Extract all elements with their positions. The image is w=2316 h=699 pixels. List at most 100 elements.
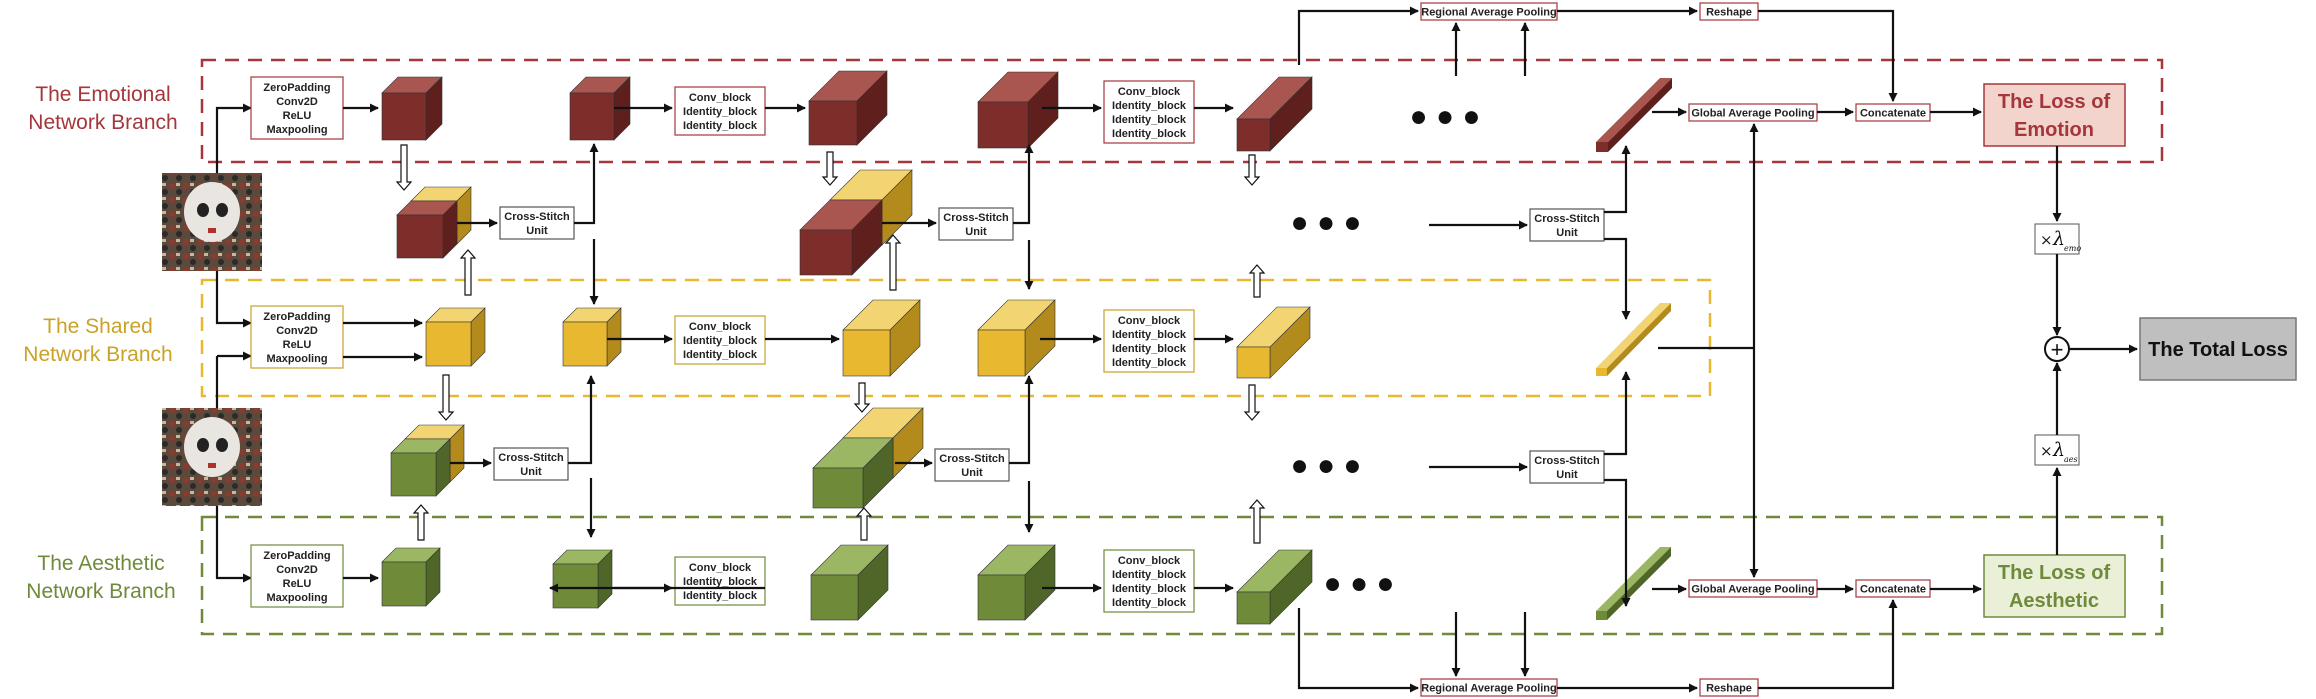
stage4-block-shared: Conv_blockIdentity_blockIdentity_blockId… — [1103, 309, 1195, 373]
input-image-top — [162, 173, 262, 271]
stage3-block-emotion-line: Identity_block — [683, 120, 758, 132]
shared-cube-3 — [842, 299, 921, 377]
input-image-bottom — [162, 408, 262, 506]
svg-text:Concatenate: Concatenate — [1860, 584, 1926, 596]
regional-pooling-bottom: Regional Average Pooling — [1420, 678, 1558, 697]
stem-block-aesthetic-line: ReLU — [283, 578, 312, 590]
stem-block-emotion-line: Maxpooling — [266, 124, 327, 136]
loss-emotion-box: The Loss of Emotion — [1983, 83, 2126, 147]
flow-arrow — [568, 375, 596, 465]
svg-text:Global Average Pooling: Global Average Pooling — [1691, 108, 1814, 120]
svg-text:aes: aes — [2064, 455, 2078, 464]
stem-block-emotion-line: ReLU — [283, 110, 312, 122]
stage4-block-emotion-line: Identity_block — [1112, 100, 1187, 112]
cross-stitch-unit-1-lower-line: Cross-Stitch — [498, 452, 564, 464]
stage4-block-aesthetic-line: Identity_block — [1112, 597, 1187, 609]
stitch-cube-aesthetic-1-front — [390, 438, 451, 497]
stitch-cube-emotion-1 — [396, 186, 472, 259]
stem-block-emotion-line: ZeroPadding — [263, 82, 330, 94]
svg-text:emo: emo — [2064, 244, 2081, 253]
stem-block-shared-line: Maxpooling — [266, 353, 327, 365]
stage4-block-aesthetic-line: Conv_block — [1118, 555, 1181, 567]
stem-block-aesthetic-line: Maxpooling — [266, 592, 327, 604]
stem-block-aesthetic-line: ZeroPadding — [263, 550, 330, 562]
concatenate-emotion: Concatenate — [1855, 103, 1931, 122]
reshape-top: Reshape — [1699, 2, 1759, 21]
hollow-arrow-up-6 — [1248, 499, 1266, 544]
reshape-bottom: Reshape — [1699, 678, 1759, 697]
emotional-branch-label: The Emotional Network Branch — [28, 83, 177, 134]
stage4-block-emotion: Conv_blockIdentity_blockIdentity_blockId… — [1103, 80, 1195, 144]
hollow-arrow-up-4 — [855, 507, 873, 541]
stage4-block-aesthetic-line: Identity_block — [1112, 583, 1187, 595]
svg-text:Emotion: Emotion — [2014, 119, 2094, 141]
stage3-block-shared-line: Conv_block — [689, 321, 752, 333]
stage3-block-emotion-line: Conv_block — [689, 92, 752, 104]
stitch-cube-aesthetic-1 — [390, 424, 465, 497]
svg-text:λ: λ — [2052, 228, 2065, 250]
ellipsis-emotion: ● ● ● — [1409, 100, 1480, 133]
shared-cube-1 — [425, 307, 486, 367]
svg-text:The Aesthetic: The Aesthetic — [37, 552, 164, 575]
svg-text:Network Branch: Network Branch — [23, 343, 172, 366]
svg-text:Aesthetic: Aesthetic — [2009, 590, 2099, 612]
stage4-block-shared-line: Identity_block — [1112, 329, 1187, 341]
aesthetic-cube-5 — [1236, 549, 1313, 625]
stage4-block-aesthetic: Conv_blockIdentity_blockIdentity_blockId… — [1103, 549, 1195, 613]
svg-text:The Shared: The Shared — [43, 315, 153, 338]
svg-text:The Total Loss: The Total Loss — [2148, 339, 2288, 361]
svg-text:×: × — [2040, 442, 2053, 460]
loss-aesthetic-box: The Loss of Aesthetic — [1983, 554, 2126, 618]
head-connections — [1297, 6, 2138, 693]
hollow-arrow-up-5 — [1248, 264, 1266, 298]
stem-block-shared-line: ZeroPadding — [263, 311, 330, 323]
input-routing — [215, 103, 252, 583]
cross-stitch-unit-1-upper-line: Cross-Stitch — [504, 211, 570, 223]
hollow-arrow-down-6 — [1243, 384, 1261, 421]
emotion-cube-4 — [977, 71, 1059, 149]
stitch-cube-emotion-2 — [799, 169, 913, 276]
hollow-arrow-up-3 — [884, 234, 902, 291]
svg-text:The Loss of: The Loss of — [1998, 562, 2111, 584]
flow-arrow — [574, 143, 599, 225]
stage4-block-emotion-line: Identity_block — [1112, 114, 1187, 126]
flow-arrow — [1013, 144, 1034, 225]
emotion-cube-3 — [808, 70, 888, 146]
stage3-block-aesthetic-line: Identity_block — [683, 576, 758, 588]
ellipsis-upper-stitch: ● ● ● — [1290, 206, 1361, 239]
concatenate-aesthetic: Concatenate — [1855, 579, 1931, 598]
cross-stitch-unit-1-lower-line: Unit — [520, 466, 542, 478]
global-pooling-emotion: Global Average Pooling — [1688, 103, 1818, 122]
cross-stitch-unit-3-lower-line: Cross-Stitch — [1534, 455, 1600, 467]
cross-stitch-unit-2-upper-line: Unit — [965, 226, 987, 238]
shared-branch-label: The Shared Network Branch — [23, 315, 172, 366]
shared-cube-4 — [977, 299, 1056, 377]
hollow-arrow-down-3 — [821, 151, 839, 186]
cross-stitch-unit-2-upper-line: Cross-Stitch — [943, 212, 1009, 224]
stem-block-aesthetic-line: Conv2D — [276, 564, 318, 576]
svg-text:Reshape: Reshape — [1706, 7, 1752, 19]
ellipsis-aesthetic: ● ● ● — [1323, 567, 1394, 600]
svg-text:Regional Average Pooling: Regional Average Pooling — [1421, 7, 1557, 19]
svg-text:Network Branch: Network Branch — [28, 111, 177, 134]
cross-stitch-unit-3-upper-line: Unit — [1556, 227, 1578, 239]
stage4-block-shared-line: Conv_block — [1118, 315, 1181, 327]
emotion-feature-vector — [1596, 78, 1672, 152]
stem-block-shared-line: ReLU — [283, 339, 312, 351]
emotional-branch-region — [200, 58, 2164, 164]
aesthetic-cube-3 — [810, 544, 889, 621]
svg-text:Regional Average Pooling: Regional Average Pooling — [1421, 683, 1557, 695]
stage4-block-emotion-line: Conv_block — [1118, 86, 1181, 98]
aesthetic-cube-2 — [552, 549, 613, 609]
hollow-arrow-down-5 — [1243, 154, 1261, 186]
svg-text:The Loss of: The Loss of — [1998, 91, 2111, 113]
hollow-arrow-up-1 — [459, 249, 477, 296]
svg-text:Concatenate: Concatenate — [1860, 108, 1926, 120]
